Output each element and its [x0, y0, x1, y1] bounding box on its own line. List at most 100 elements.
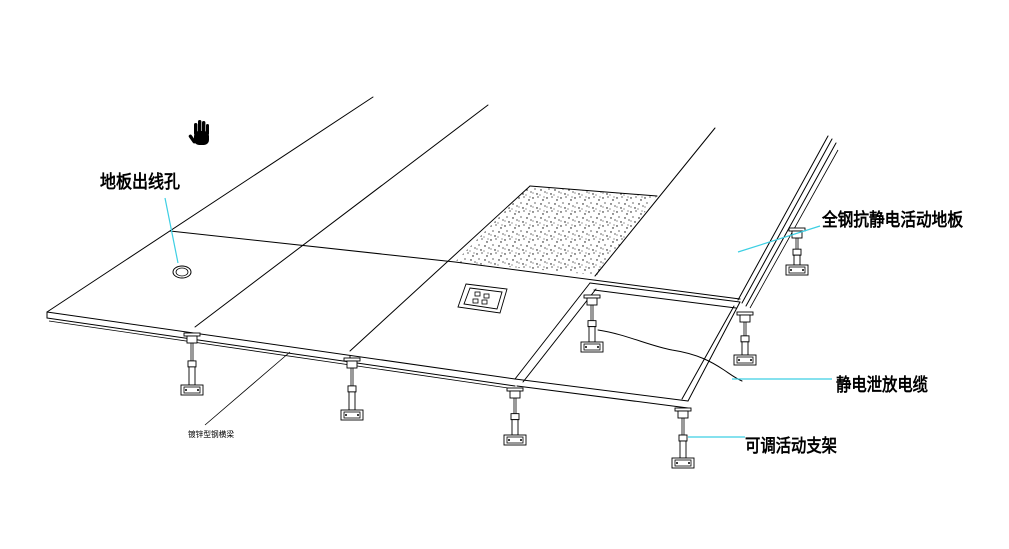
pedestal-base-hole [688, 462, 690, 464]
pedestal-top-nut [739, 314, 751, 323]
pedestal-base-hole [185, 389, 187, 391]
label-outlet-hole: 地板出线孔 [100, 171, 180, 193]
pedestal-head [674, 407, 692, 412]
tile-seam [349, 185, 531, 352]
pedestal-head [736, 311, 754, 316]
pedestal-top-nut [346, 360, 358, 369]
tile-seam [594, 127, 716, 277]
pedestal [180, 332, 204, 396]
pedestal [580, 294, 604, 353]
pedestal-top-nut [509, 390, 521, 399]
pedestal-tube [793, 254, 801, 266]
outlet-socket-icon [474, 291, 481, 297]
pedestal [340, 357, 364, 421]
pedestal-top-nut [677, 410, 689, 419]
pedestal-base [340, 409, 364, 421]
pedestal-base-hole [585, 346, 587, 348]
pedestal-tube [188, 366, 196, 386]
hole-inner [175, 267, 189, 277]
pedestal-base-hole [676, 462, 678, 464]
stringer-left [522, 288, 597, 383]
pedestal-base-hole [357, 414, 359, 416]
stringer-front [516, 385, 689, 409]
floor-right-edge [745, 142, 837, 307]
pedestal-base [503, 434, 527, 446]
pedestal-lock-nut [678, 434, 688, 442]
pedestal-tube [741, 341, 749, 356]
pedestal-lock-nut [510, 413, 520, 421]
pedestal-lock-nut [740, 335, 750, 343]
floor-front-edge [48, 320, 516, 390]
stringer-front [514, 378, 689, 402]
outlet-socket-icon [481, 299, 488, 305]
pedestal-lock-nut [587, 320, 597, 328]
pedestal-base-inner [736, 356, 754, 364]
pedestal-head [506, 387, 524, 392]
stringer-right [687, 301, 741, 402]
pedestal-base-hole [508, 439, 510, 441]
pedestal-base-hole [750, 359, 752, 361]
floor-outlet-box [457, 283, 508, 314]
pedestal-base-hole [197, 389, 199, 391]
pedestal-base-inner [583, 343, 601, 351]
label-discharge-cable: 静电泄放电缆 [836, 374, 928, 396]
pedestal [671, 407, 695, 469]
pedestal-base-hole [520, 439, 522, 441]
pedestal-head [343, 357, 361, 362]
pedestal-base [671, 457, 695, 469]
floor-left-edge [46, 96, 374, 313]
pedestal-base-hole [802, 269, 804, 271]
stringer-back [589, 282, 741, 303]
pedestal [503, 387, 527, 446]
pedestal-base-hole [790, 269, 792, 271]
pedestal-head [183, 332, 201, 337]
pedestal-top-nut [186, 335, 198, 344]
pedestal-top-nut [586, 297, 598, 306]
removed-tile-dotted-area [455, 186, 657, 275]
pedestal [785, 227, 809, 276]
tile-seam [194, 104, 489, 328]
label-stringer: 镀锌型钢横梁 [188, 429, 234, 439]
pedestal-head [583, 294, 601, 299]
leader-stringer [204, 351, 291, 426]
label-floor-panel: 全钢抗静电活动地板 [821, 209, 964, 231]
pedestal-lock-nut [347, 385, 357, 393]
label-pedestal: 可调活动支架 [745, 435, 837, 457]
pedestal-base-hole [738, 359, 740, 361]
pedestal-tube [348, 391, 356, 411]
pedestal-base-inner [183, 386, 201, 394]
pedestal-base-inner [506, 436, 524, 444]
discharge-cable [597, 329, 743, 382]
stringer-left [514, 282, 591, 380]
pedestal-base [733, 354, 757, 366]
pedestal-base-inner [674, 459, 692, 467]
pedestal-lock-nut [187, 360, 197, 368]
pedestal-base [180, 384, 204, 396]
pedestal-base-hole [345, 414, 347, 416]
floor-surface [46, 96, 839, 390]
pedestal-group [180, 227, 809, 469]
stringer-frame [514, 282, 741, 409]
stringer-back [593, 289, 737, 309]
outlet-socket-icon [472, 298, 479, 304]
pedestal-tube [588, 326, 596, 343]
hole-outer [172, 265, 192, 279]
outlet-box-inner [463, 287, 503, 310]
pedestal-base [785, 264, 809, 276]
pedestal-base-hole [597, 346, 599, 348]
pedestal-base [580, 341, 604, 353]
floor-right-edge [737, 135, 829, 301]
floor-front-edge [46, 311, 516, 380]
pedestal [733, 311, 757, 366]
floor-right-edge [741, 138, 833, 304]
pedestal-lock-nut [792, 248, 802, 256]
leader-outlet-hole [164, 197, 179, 264]
pedestal-tube [679, 440, 687, 459]
hand-icon [188, 120, 209, 145]
dotted-area-top [529, 185, 658, 197]
leader-floor-panel [737, 225, 821, 253]
outlet-socket-icon [483, 293, 490, 299]
tile-seam-cross [169, 230, 741, 300]
pedestal-base-inner [788, 266, 806, 274]
